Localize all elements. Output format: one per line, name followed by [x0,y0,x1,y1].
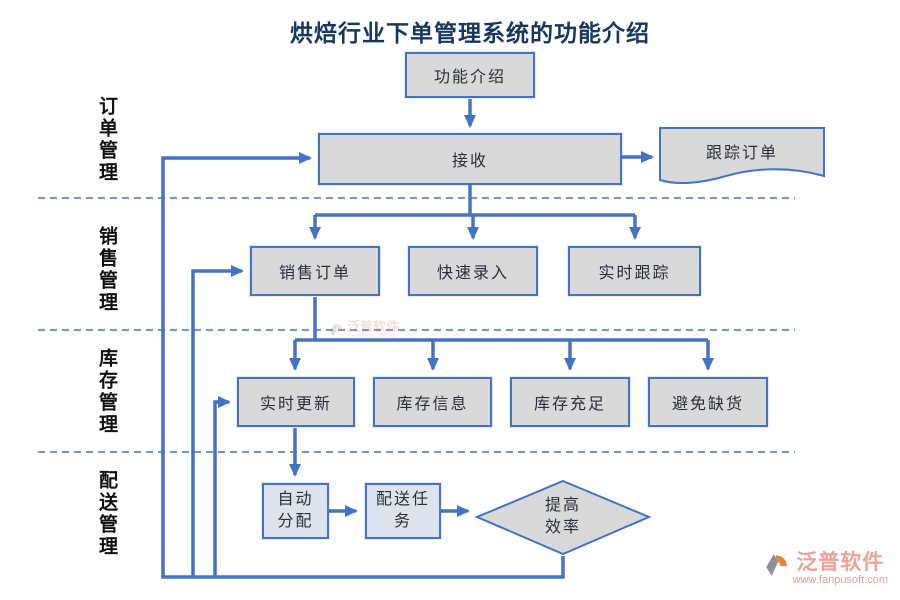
lane-label-sales-management: 销售管理 [96,226,117,314]
node-realtime-update: 实时更新 [237,377,355,427]
node-improve-efficiency-label: 提高效率 [544,497,581,536]
node-inventory-sufficient-label: 库存充足 [533,396,606,413]
footer-brand: 泛普软件 www.fanpusoft.com [763,552,888,586]
page-title: 烘焙行业下单管理系统的功能介绍 [290,21,650,46]
footer-brand-url: www.fanpusoft.com [792,574,888,586]
node-realtime-tracking: 实时跟踪 [568,246,701,296]
node-function-intro-label: 功能介绍 [433,69,506,86]
node-inventory-info-label: 库存信息 [396,396,469,413]
node-delivery-task-label: 配送任务 [376,491,431,530]
node-inventory-info: 库存信息 [373,377,492,427]
flow-connectors [161,99,714,579]
node-sales-order: 销售订单 [250,246,380,296]
node-quick-entry: 快速录入 [408,246,538,296]
node-realtime-update-label: 实时更新 [259,396,332,413]
node-improve-efficiency: 提高效率 [503,489,623,545]
node-avoid-shortage-label: 避免缺货 [671,396,744,413]
node-avoid-shortage: 避免缺货 [648,377,768,427]
node-delivery-task: 配送任务 [365,483,441,539]
node-receive: 接收 [318,133,622,185]
node-track-order-label: 跟踪订单 [705,145,778,162]
lane-label-inventory-management: 库存管理 [96,348,117,436]
node-receive-label: 接收 [451,153,488,170]
node-auto-assign-label: 自动分配 [277,491,314,530]
improve-efficiency-diamond-shape [474,479,652,556]
node-auto-assign: 自动分配 [262,483,329,539]
node-quick-entry-label: 快速录入 [436,265,509,282]
lane-label-order-management: 订单管理 [96,96,117,184]
footer-brand-name: 泛普软件 [796,550,885,574]
track-order-document-shape [659,127,825,185]
node-sales-order-label: 销售订单 [278,265,351,282]
node-inventory-sufficient: 库存充足 [510,377,630,427]
node-track-order: 跟踪订单 [660,127,824,175]
node-function-intro: 功能介绍 [405,52,535,98]
fanpu-logo-icon [765,554,787,576]
node-realtime-tracking-label: 实时跟踪 [598,265,671,282]
lane-label-delivery-management: 配送管理 [96,470,117,558]
